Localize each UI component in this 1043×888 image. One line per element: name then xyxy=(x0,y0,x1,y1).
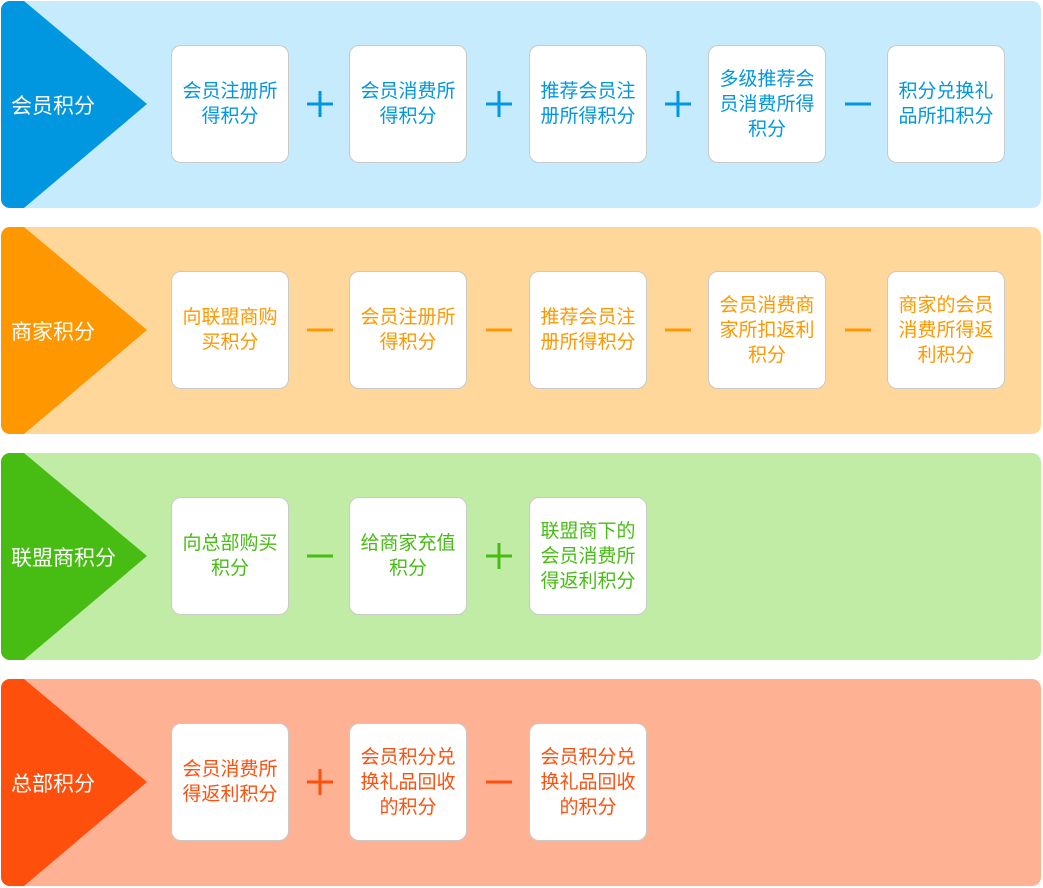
minus-icon xyxy=(470,723,528,841)
points-item-box: 联盟商下的会员消费所得返利积分 xyxy=(529,497,647,615)
points-item-box: 会员消费商家所扣返利积分 xyxy=(708,271,826,389)
row-arrow-shape xyxy=(1,1,147,208)
points-item-label: 联盟商下的会员消费所得返利积分 xyxy=(540,519,636,592)
plus-icon xyxy=(291,45,349,163)
points-item-box: 给商家充值积分 xyxy=(349,497,467,615)
points-item-label: 会员注册所得积分 xyxy=(360,306,456,353)
points-item-label: 会员积分兑换礼品回收的积分 xyxy=(360,745,456,818)
points-item-box: 会员积分兑换礼品回收的积分 xyxy=(349,723,467,841)
plus-icon xyxy=(649,45,707,163)
row-arrow-shape xyxy=(1,453,147,660)
row-arrow-shape xyxy=(1,227,147,434)
points-item-box: 向总部购买积分 xyxy=(171,497,289,615)
row-member-points: 会员积分 会员注册所得积分 会员消费所得积分 推荐会员注册所得积分 多级推荐会员消费所得… xyxy=(1,1,1041,208)
points-item-label: 会员消费商家所扣返利积分 xyxy=(719,293,815,366)
points-item-box: 会员积分兑换礼品回收的积分 xyxy=(529,723,647,841)
minus-icon xyxy=(829,45,887,163)
minus-icon xyxy=(829,271,887,389)
points-item-label: 会员消费所得积分 xyxy=(360,80,456,127)
points-item-box: 向联盟商购买积分 xyxy=(171,271,289,389)
minus-icon xyxy=(470,271,528,389)
points-item-label: 商家的会员消费所得返利积分 xyxy=(898,293,994,366)
points-item-label: 会员消费所得返利积分 xyxy=(182,758,278,805)
row-title: 会员积分 xyxy=(11,93,95,118)
plus-icon xyxy=(470,497,528,615)
points-item-box: 推荐会员注册所得积分 xyxy=(529,271,647,389)
points-item-box: 会员注册所得积分 xyxy=(171,45,289,163)
points-item-box: 会员注册所得积分 xyxy=(349,271,467,389)
points-item-label: 向联盟商购买积分 xyxy=(182,306,278,353)
points-item-box: 会员消费所得积分 xyxy=(349,45,467,163)
points-item-label: 向总部购买积分 xyxy=(182,532,278,579)
row-title: 联盟商积分 xyxy=(11,545,116,570)
row-headquarters-points: 总部积分 会员消费所得返利积分 会员积分兑换礼品回收的积分 会员积分兑换礼品回收的积分 xyxy=(1,679,1041,886)
plus-icon xyxy=(470,45,528,163)
points-item-box: 多级推荐会员消费所得积分 xyxy=(708,45,826,163)
points-item-label: 积分兑换礼品所扣积分 xyxy=(898,80,994,127)
points-item-label: 会员积分兑换礼品回收的积分 xyxy=(540,745,636,818)
row-title: 总部积分 xyxy=(11,771,95,796)
points-item-box: 积分兑换礼品所扣积分 xyxy=(887,45,1005,163)
points-item-box: 推荐会员注册所得积分 xyxy=(529,45,647,163)
points-item-label: 给商家充值积分 xyxy=(360,532,456,579)
points-item-label: 推荐会员注册所得积分 xyxy=(540,306,636,353)
points-item-box: 会员消费所得返利积分 xyxy=(171,723,289,841)
minus-icon xyxy=(649,271,707,389)
points-item-box: 商家的会员消费所得返利积分 xyxy=(887,271,1005,389)
row-title: 商家积分 xyxy=(11,319,95,344)
points-item-label: 会员注册所得积分 xyxy=(182,80,278,127)
minus-icon xyxy=(291,497,349,615)
row-merchant-points: 商家积分 向联盟商购买积分 会员注册所得积分 推荐会员注册所得积分 会员消费商家所扣返利… xyxy=(1,227,1041,434)
minus-icon xyxy=(291,271,349,389)
points-item-label: 多级推荐会员消费所得积分 xyxy=(719,67,815,140)
plus-icon xyxy=(291,723,349,841)
row-arrow-shape xyxy=(1,679,147,886)
row-alliance-points: 联盟商积分 向总部购买积分 给商家充值积分 联盟商下的会员消费所得返利积分 xyxy=(1,453,1041,660)
points-item-label: 推荐会员注册所得积分 xyxy=(540,80,636,127)
